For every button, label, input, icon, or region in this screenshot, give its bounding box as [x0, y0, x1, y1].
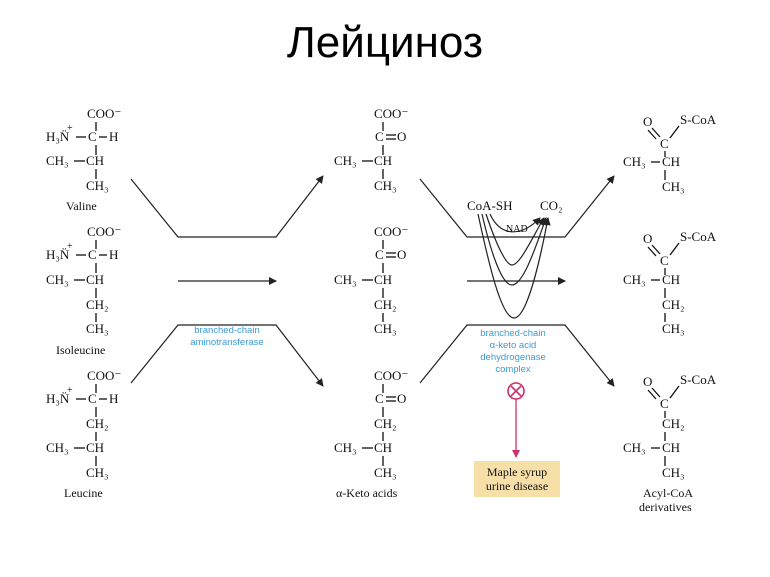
- svg-text:O: O: [397, 129, 406, 144]
- svg-text:CH₂: CH₂: [374, 416, 397, 431]
- cofactor-loops: CoA-SH CO₂ NAD: [467, 198, 563, 319]
- svg-text:+: +: [67, 241, 73, 252]
- svg-text:C: C: [660, 396, 669, 411]
- disease-label-line2: urine disease: [486, 479, 548, 493]
- svg-text:CH₂: CH₂: [86, 416, 109, 431]
- transaminase-label-line2: aminotransferase: [190, 337, 263, 348]
- transaminase-label-line1: branched-chain: [194, 325, 260, 336]
- svg-text:CH₂: CH₂: [662, 416, 685, 431]
- svg-text:CH₃: CH₃: [334, 440, 357, 455]
- svg-text:CH₃: CH₃: [623, 272, 646, 287]
- svg-text:COO⁻: COO⁻: [87, 368, 121, 383]
- svg-text:C: C: [88, 391, 97, 406]
- acyl-coa-3-structure: O S-CoA C CH₂ CH₃ CH CH₃ Acyl-CoA deriva…: [623, 372, 717, 514]
- svg-text:H₃N̈: H₃N̈: [46, 247, 70, 262]
- svg-text:CH₃: CH₃: [46, 272, 69, 287]
- svg-text:+: +: [67, 385, 73, 396]
- leucine-label: Leucine: [64, 486, 103, 500]
- svg-text:CH₃: CH₃: [86, 465, 109, 480]
- svg-text:COO⁻: COO⁻: [374, 106, 408, 121]
- svg-text:CH₂: CH₂: [86, 297, 109, 312]
- dehydrogenase-label-line1: branched-chain: [480, 328, 546, 339]
- svg-text:+: +: [67, 123, 73, 134]
- transamination-arrows: branched-chain aminotransferase: [130, 175, 324, 387]
- svg-text:CH₃: CH₃: [374, 465, 397, 480]
- svg-text:O: O: [643, 231, 652, 246]
- disease-box: Maple syrup urine disease: [474, 461, 560, 497]
- svg-text:CH₃: CH₃: [86, 178, 109, 193]
- svg-text:CH₃: CH₃: [334, 272, 357, 287]
- svg-text:CH₃: CH₃: [662, 179, 685, 194]
- svg-text:CH₃: CH₃: [662, 321, 685, 336]
- svg-text:CH₃: CH₃: [623, 154, 646, 169]
- svg-text:S-CoA: S-CoA: [680, 112, 717, 127]
- svg-text:C: C: [660, 136, 669, 151]
- keto-acid-1-structure: COO⁻ C O CH₃ CH CH₃: [334, 106, 408, 193]
- svg-text:O: O: [643, 374, 652, 389]
- acyl-coa-1-structure: O S-CoA C CH₃ CH CH₃: [623, 112, 717, 194]
- svg-text:H: H: [109, 129, 118, 144]
- svg-text:CH₃: CH₃: [334, 153, 357, 168]
- svg-text:CH₃: CH₃: [86, 321, 109, 336]
- svg-text:O: O: [643, 114, 652, 129]
- svg-text:CH: CH: [662, 272, 680, 287]
- dehydrogenase-arrows: branched-chain α-keto acid dehydrogenase…: [419, 175, 615, 387]
- svg-text:CH: CH: [374, 272, 392, 287]
- dehydrogenase-label-line2: α-keto acid: [490, 340, 537, 351]
- svg-text:CH: CH: [374, 440, 392, 455]
- acyl-coa-2-structure: O S-CoA C CH₃ CH CH₂ CH₃: [623, 229, 717, 336]
- svg-text:H: H: [109, 391, 118, 406]
- svg-text:COO⁻: COO⁻: [87, 224, 121, 239]
- isoleucine-label: Isoleucine: [56, 343, 105, 357]
- svg-text:O: O: [397, 391, 406, 406]
- acyl-coa-label-line1: Acyl-CoA: [643, 486, 693, 500]
- svg-text:C: C: [375, 129, 384, 144]
- svg-text:COO⁻: COO⁻: [374, 368, 408, 383]
- svg-text:H₃N̈: H₃N̈: [46, 129, 70, 144]
- valine-label: Valine: [66, 199, 97, 213]
- svg-text:O: O: [397, 247, 406, 262]
- svg-text:COO⁻: COO⁻: [87, 106, 121, 121]
- svg-text:CH₃: CH₃: [662, 465, 685, 480]
- keto-acid-2-structure: COO⁻ C O CH₃ CH CH₂ CH₃: [334, 224, 408, 336]
- svg-text:H: H: [109, 247, 118, 262]
- dehydrogenase-label-line4: complex: [495, 364, 531, 375]
- svg-text:H₃N̈: H₃N̈: [46, 391, 70, 406]
- valine-structure: COO⁻ H₃N̈ + C H CH₃ CH CH₃ Valine: [46, 106, 121, 213]
- svg-text:CH: CH: [86, 272, 104, 287]
- svg-text:S-CoA: S-CoA: [680, 229, 717, 244]
- leucine-structure: COO⁻ H₃N̈ + C H CH₂ CH₃ CH CH₃ Leucine: [46, 368, 121, 500]
- svg-text:C: C: [375, 247, 384, 262]
- svg-text:CH₃: CH₃: [46, 153, 69, 168]
- nad-label: NAD: [506, 224, 528, 235]
- svg-text:CH: CH: [86, 153, 104, 168]
- block-symbol: [507, 382, 525, 458]
- svg-text:CH: CH: [86, 440, 104, 455]
- svg-text:C: C: [88, 247, 97, 262]
- svg-text:COO⁻: COO⁻: [374, 224, 408, 239]
- co2-label: CO₂: [540, 198, 563, 213]
- svg-text:C: C: [660, 253, 669, 268]
- svg-text:CH: CH: [662, 154, 680, 169]
- disease-label-line1: Maple syrup: [487, 465, 547, 479]
- svg-text:CH₃: CH₃: [46, 440, 69, 455]
- svg-text:CH₂: CH₂: [374, 297, 397, 312]
- isoleucine-structure: COO⁻ H₃N̈ + C H CH₃ CH CH₂ CH₃ Isoleucin…: [46, 224, 121, 357]
- keto-acids-label: α-Keto acids: [336, 486, 398, 500]
- svg-text:C: C: [375, 391, 384, 406]
- svg-text:C: C: [88, 129, 97, 144]
- svg-text:CH₃: CH₃: [623, 440, 646, 455]
- svg-text:CH₂: CH₂: [662, 297, 685, 312]
- dehydrogenase-label-line3: dehydrogenase: [480, 352, 546, 363]
- coash-label: CoA-SH: [467, 198, 513, 213]
- acyl-coa-label-line2: derivatives: [639, 500, 692, 514]
- svg-text:CH₃: CH₃: [374, 178, 397, 193]
- page-title: Лейциноз: [286, 18, 484, 67]
- svg-text:S-CoA: S-CoA: [680, 372, 717, 387]
- keto-acid-3-structure: COO⁻ C O CH₂ CH₃ CH CH₃ α-Keto acids: [334, 368, 408, 500]
- svg-text:CH₃: CH₃: [374, 321, 397, 336]
- svg-text:CH: CH: [374, 153, 392, 168]
- svg-text:CH: CH: [662, 440, 680, 455]
